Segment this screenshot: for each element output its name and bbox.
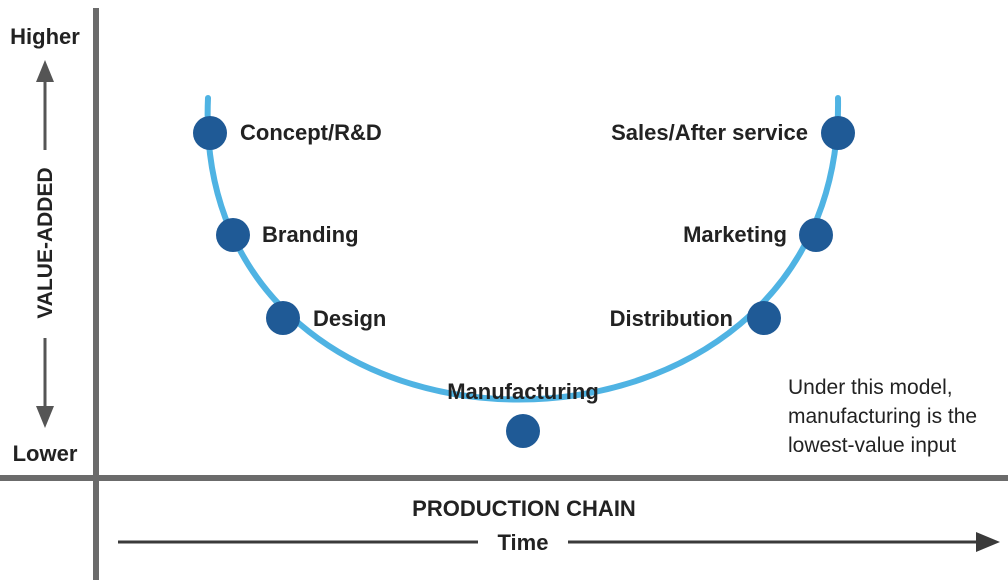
note-line-3: lowest-value input <box>788 434 956 457</box>
stage-node-sales-after-service <box>821 116 855 150</box>
stage-node-manufacturing <box>506 414 540 448</box>
stage-label-manufacturing: Manufacturing <box>447 379 599 404</box>
stage-label-sales-after-service: Sales/After service <box>611 120 808 145</box>
y-axis-top-label: Higher <box>10 24 80 49</box>
stage-label-marketing: Marketing <box>683 222 787 247</box>
y-axis-bottom-label: Lower <box>13 441 78 466</box>
stage-label-design: Design <box>313 306 386 331</box>
stage-label-concept-rd: Concept/R&D <box>240 120 382 145</box>
x-axis-subtitle: Time <box>498 530 549 555</box>
stage-label-distribution: Distribution <box>610 306 733 331</box>
y-axis-down-arrow <box>36 338 54 428</box>
stage-label-branding: Branding <box>262 222 359 247</box>
y-axis-up-arrow <box>36 60 54 150</box>
stage-node-concept-rd <box>193 116 227 150</box>
stage-node-marketing <box>799 218 833 252</box>
stage-node-branding <box>216 218 250 252</box>
stage-node-distribution <box>747 301 781 335</box>
smile-curve <box>204 95 842 403</box>
note-line-2: manufacturing is the <box>788 405 977 428</box>
note-line-1: Under this model, <box>788 376 953 399</box>
time-arrow <box>118 532 1000 552</box>
y-axis-title: VALUE-ADDED <box>34 167 57 318</box>
stage-node-design <box>266 301 300 335</box>
x-axis-title: PRODUCTION CHAIN <box>412 496 636 521</box>
